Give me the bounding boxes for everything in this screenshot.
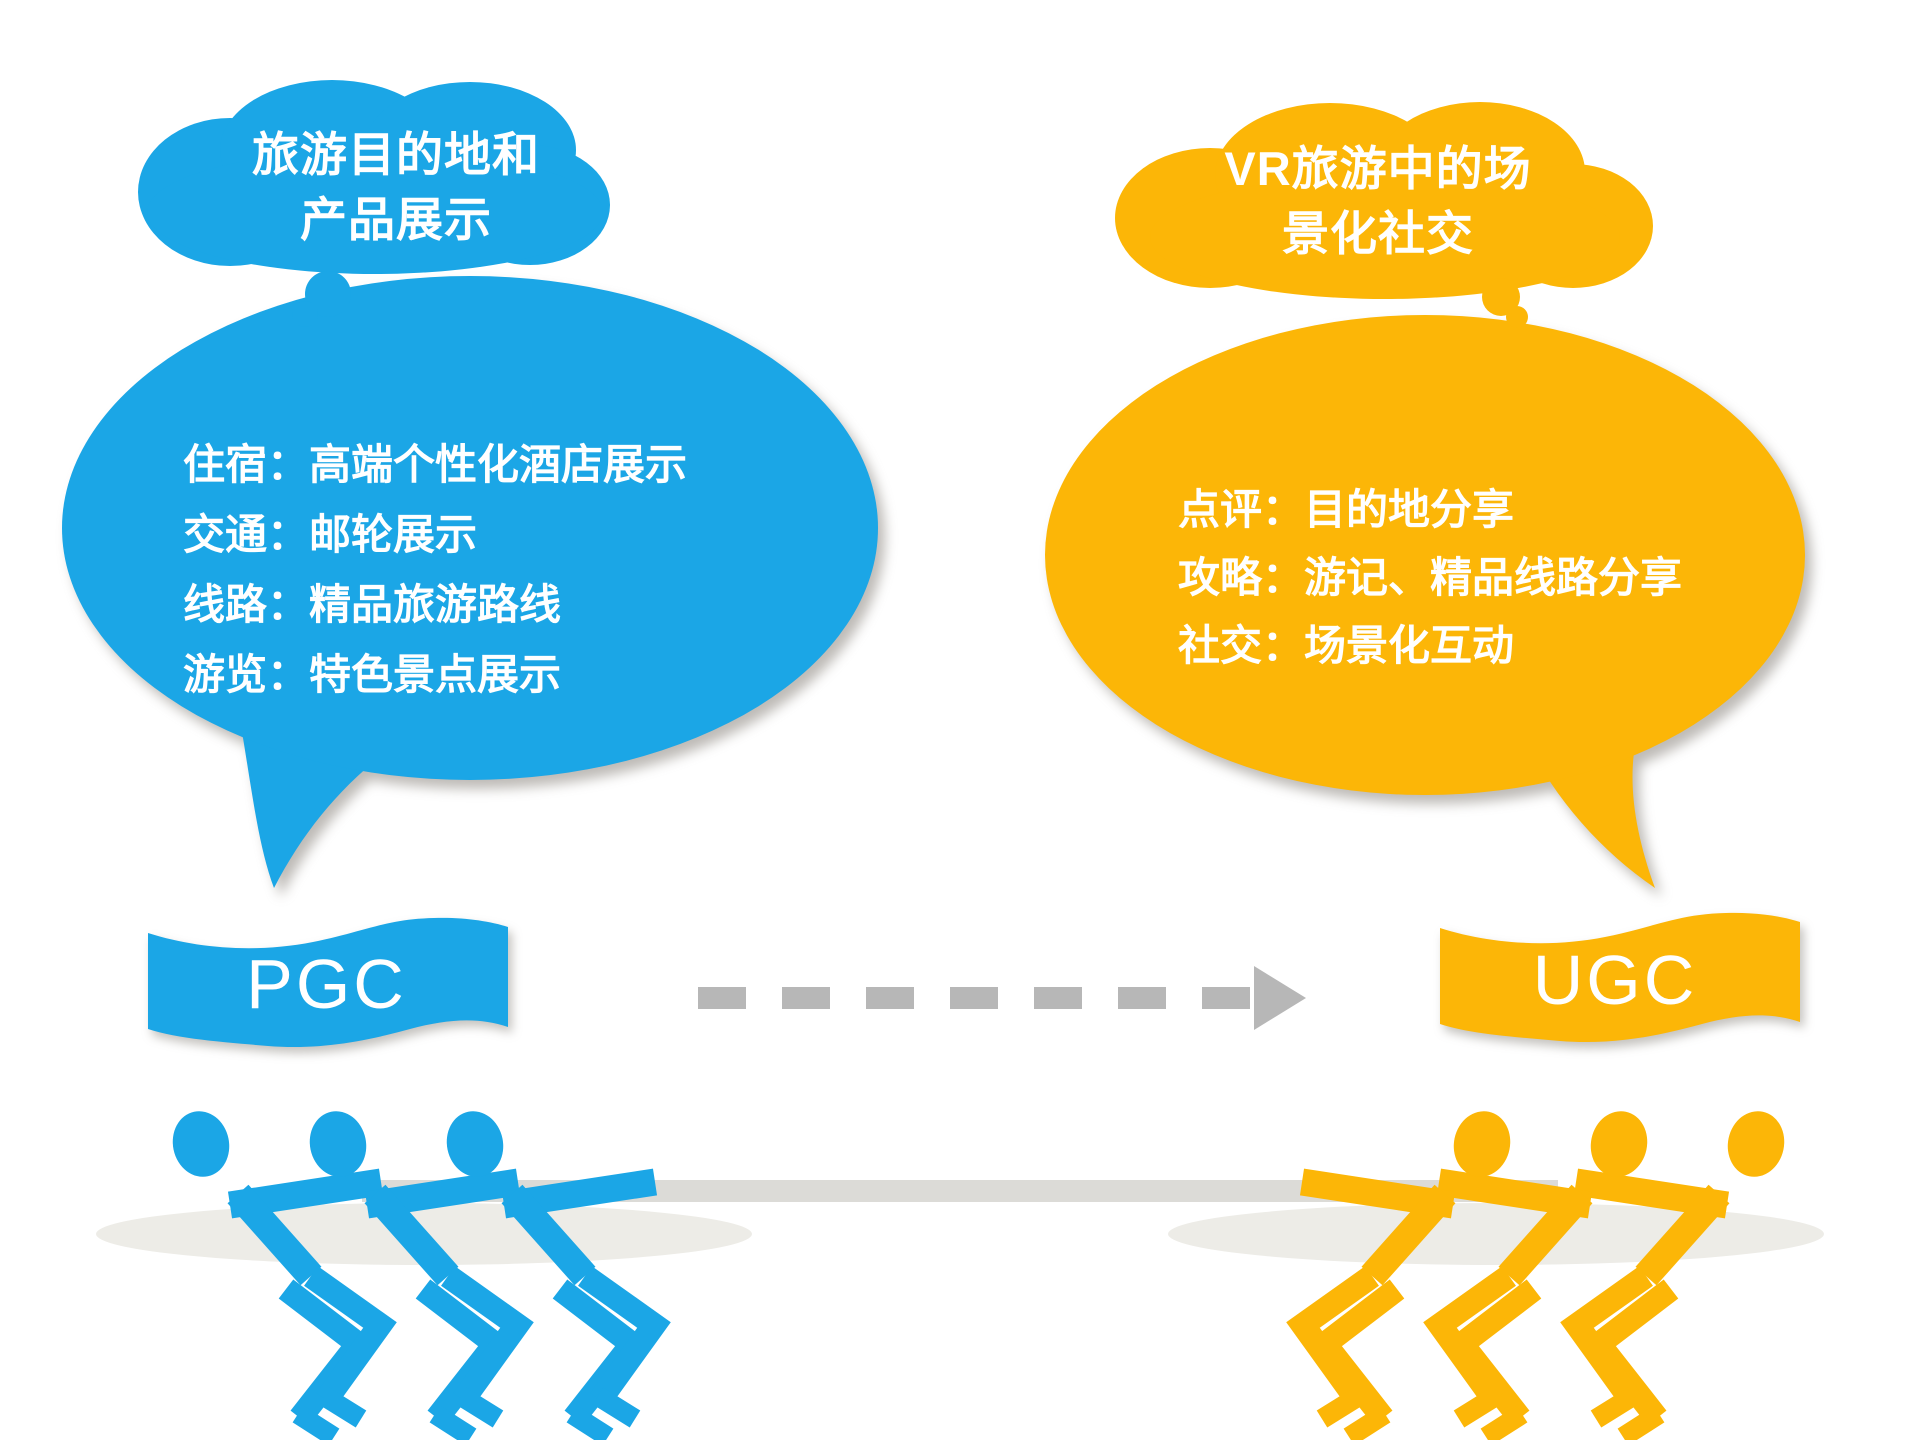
arrow-head-icon xyxy=(1254,966,1306,1030)
left-cloud-title: 旅游目的地和 产品展示 xyxy=(136,122,656,252)
team-ugc-figures xyxy=(1302,1106,1790,1437)
right-bubble-text: 点评：目的地分享 攻略：游记、精品线路分享 社交：场景化互动 xyxy=(1178,476,1682,680)
right-cloud-title: VR旅游中的场 景化社交 xyxy=(1118,136,1638,266)
right-speech-bubble xyxy=(1045,315,1805,888)
cloud-tail-dot xyxy=(305,271,351,317)
left-bubble-body xyxy=(62,276,878,780)
bubble-line: 住宿：高端个性化酒店展示 xyxy=(183,441,688,488)
right-cloud-title-line2: 景化社交 xyxy=(1282,207,1474,260)
right-thought-cloud xyxy=(1115,102,1653,328)
bubble-line: 攻略：游记、精品线路分享 xyxy=(1178,554,1683,601)
left-thought-cloud xyxy=(138,80,610,327)
right-bubble-body xyxy=(1045,315,1805,795)
tug-rope xyxy=(362,1180,1558,1202)
team-pgc-figures xyxy=(167,1106,655,1437)
pgc-flag-label: PGC xyxy=(246,944,407,1023)
left-cloud-title-line2: 产品展示 xyxy=(300,193,492,246)
bubble-line: 线路：精品旅游路线 xyxy=(183,581,562,628)
left-cloud-title-line1: 旅游目的地和 xyxy=(252,128,540,181)
cloud-tail-dot xyxy=(1482,278,1520,316)
pgc-to-ugc-arrow xyxy=(698,966,1306,1030)
right-cloud-title-line1: VR旅游中的场 xyxy=(1224,142,1532,195)
left-speech-bubble xyxy=(62,276,878,888)
cloud-tail-dot xyxy=(292,301,318,327)
bubble-line: 社交：场景化互动 xyxy=(1178,622,1515,669)
bubble-line: 游览：特色景点展示 xyxy=(183,651,562,698)
bubble-line: 交通：邮轮展示 xyxy=(183,511,478,558)
cloud-tail-dot xyxy=(1506,306,1528,328)
ugc-flag-label: UGC xyxy=(1532,940,1698,1019)
left-bubble-text: 住宿：高端个性化酒店展示 交通：邮轮展示 线路：精品旅游路线 游览：特色景点展示 xyxy=(183,430,687,710)
bubble-line: 点评：目的地分享 xyxy=(1178,486,1515,533)
